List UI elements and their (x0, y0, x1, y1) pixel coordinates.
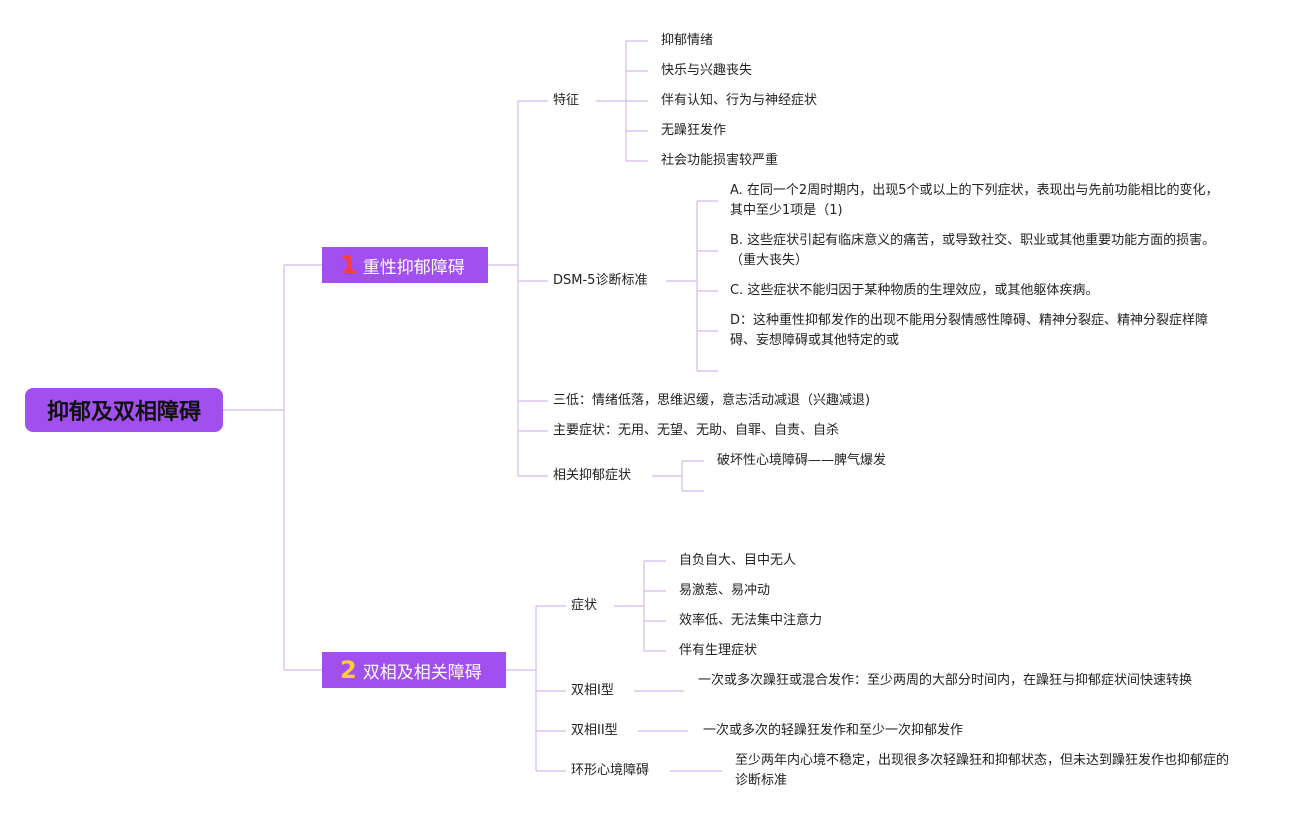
leaf-related-1[interactable]: 破坏性心境障碍——脾气爆发 (717, 453, 887, 468)
leaf-bipolar-1-desc[interactable]: 一次或多次躁狂或混合发作：至少两周的大部分时间内，在躁狂与抑郁症状间快速转换 (698, 673, 1193, 688)
leaf-feature-4[interactable]: 无躁狂发作 (661, 123, 727, 138)
connector-features (596, 40, 648, 162)
connector-group (223, 40, 722, 772)
branch-number-1: 1 (340, 251, 357, 279)
leaf-symptom-4[interactable]: 伴有生理症状 (679, 643, 758, 658)
connector-dsm (666, 200, 718, 372)
leaf-dsm-d[interactable]: D：这种重性抑郁发作的出现不能用分裂情感性障碍、精神分裂症、精神分裂症样障碍、妄… (730, 313, 1209, 348)
branch-label: 双相及相关障碍 (362, 662, 482, 683)
branch-bipolar[interactable]: 2 双相及相关障碍 (322, 652, 506, 688)
branch-label: 重性抑郁障碍 (362, 257, 465, 278)
node-cyclothymia[interactable]: 环形心境障碍 (571, 763, 650, 778)
leaf-symptom-2[interactable]: 易激惹、易冲动 (679, 583, 771, 598)
leaf-feature-3[interactable]: 伴有认知、行为与神经症状 (661, 93, 818, 108)
leaf-feature-5[interactable]: 社会功能损害较严重 (661, 153, 779, 168)
connector-root (223, 264, 322, 671)
branch-major-depression[interactable]: 1 重性抑郁障碍 (322, 247, 488, 283)
leaf-feature-1[interactable]: 抑郁情绪 (661, 33, 714, 48)
leaf-bipolar-2-desc[interactable]: 一次或多次的轻躁狂发作和至少一次抑郁发作 (703, 723, 964, 738)
leaf-cyclothymia-desc[interactable]: 至少两年内心境不稳定，出现很多次轻躁狂和抑郁状态，但未达到躁狂发作也抑郁症的诊断… (735, 753, 1230, 788)
node-main-symptoms[interactable]: 主要症状：无用、无望、无助、自罪、自责、自杀 (553, 423, 840, 438)
node-three-low[interactable]: 三低：情绪低落，思维迟缓，意志活动减退（兴趣减退) (553, 393, 871, 408)
branch-number-2: 2 (340, 656, 357, 684)
connector-related (652, 460, 704, 492)
node-dsm5[interactable]: DSM-5诊断标准 (553, 273, 648, 288)
node-related-symptoms[interactable]: 相关抑郁症状 (553, 468, 632, 483)
node-features[interactable]: 特征 (553, 93, 580, 108)
leaf-dsm-b[interactable]: B. 这些症状引起有临床意义的痛苦，或导致社交、职业或其他重要功能方面的损害。（… (730, 233, 1216, 268)
connector-branch1 (488, 100, 548, 477)
leaf-symptom-1[interactable]: 自负自大、目中无人 (679, 553, 797, 568)
leaf-feature-2[interactable]: 快乐与兴趣丧失 (661, 63, 753, 78)
leaf-dsm-a[interactable]: A. 在同一个2周时期内，出现5个或以上的下列症状，表现出与先前功能相比的变化，… (730, 183, 1219, 218)
leaf-symptom-3[interactable]: 效率低、无法集中注意力 (679, 613, 823, 628)
connector-symptoms (614, 560, 666, 652)
root-label: 抑郁及双相障碍 (46, 400, 201, 425)
node-bipolar-2[interactable]: 双相II型 (571, 723, 618, 738)
node-symptoms[interactable]: 症状 (571, 598, 598, 613)
leaf-dsm-c[interactable]: C. 这些症状不能归因于某种物质的生理效应，或其他躯体疾病。 (730, 283, 1099, 298)
root-node[interactable]: 抑郁及双相障碍 (25, 388, 223, 432)
node-bipolar-1[interactable]: 双相I型 (571, 683, 614, 698)
connector-branch2 (506, 605, 566, 772)
